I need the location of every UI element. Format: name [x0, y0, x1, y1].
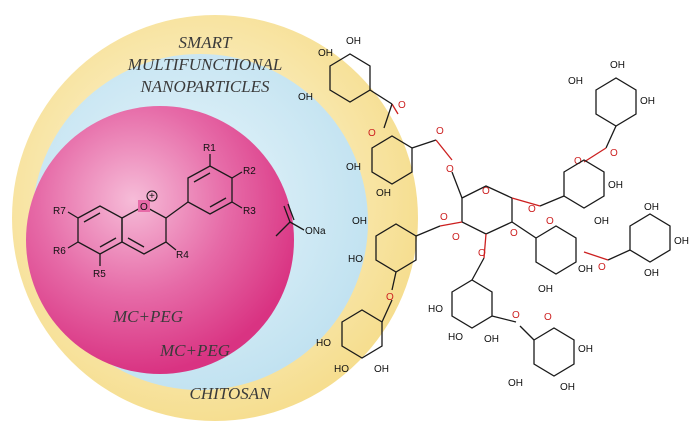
- svg-text:HO: HO: [428, 304, 443, 315]
- r3-label: R3: [243, 206, 256, 217]
- svg-text:O: O: [452, 232, 460, 243]
- svg-text:OH: OH: [578, 344, 593, 355]
- svg-text:O: O: [482, 186, 490, 197]
- title-line-1: SMART: [179, 33, 233, 52]
- ring-oxygen: O: [140, 202, 148, 213]
- svg-text:OH: OH: [298, 92, 313, 103]
- svg-text:O: O: [598, 262, 606, 273]
- outer-layer-label: CHITOSAN: [190, 384, 273, 403]
- svg-text:O: O: [610, 148, 618, 159]
- svg-text:OH: OH: [484, 334, 499, 345]
- svg-text:OH: OH: [674, 236, 689, 247]
- svg-text:O: O: [436, 126, 444, 137]
- svg-text:O: O: [546, 216, 554, 227]
- r5-label: R5: [93, 269, 106, 280]
- svg-text:O: O: [512, 310, 520, 321]
- r1-label: R1: [203, 143, 216, 154]
- r6-label: R6: [53, 246, 66, 257]
- svg-text:O: O: [510, 228, 518, 239]
- svg-text:HO: HO: [348, 254, 363, 265]
- svg-text:O: O: [440, 212, 448, 223]
- tannic-acid-structure: O OH OH OH O O OH OH O O OH OH OH O O OH…: [298, 36, 689, 393]
- core-layer-label: MC+PEG: [112, 307, 183, 326]
- r7-label: R7: [53, 206, 66, 217]
- svg-text:O: O: [544, 312, 552, 323]
- svg-text:OH: OH: [538, 284, 553, 295]
- svg-text:OH: OH: [644, 202, 659, 213]
- svg-text:OH: OH: [594, 216, 609, 227]
- svg-text:HO: HO: [334, 364, 349, 375]
- svg-text:OH: OH: [610, 60, 625, 71]
- svg-text:OH: OH: [346, 162, 361, 173]
- core-sphere: [26, 106, 294, 374]
- svg-text:O: O: [574, 156, 582, 167]
- svg-text:HO: HO: [448, 332, 463, 343]
- svg-text:OH: OH: [508, 378, 523, 389]
- svg-text:O: O: [386, 292, 394, 303]
- sodium-acetate: ONa: [275, 203, 326, 237]
- svg-text:OH: OH: [318, 48, 333, 59]
- svg-text:HO: HO: [316, 338, 331, 349]
- svg-text:OH: OH: [608, 180, 623, 191]
- svg-text:OH: OH: [374, 364, 389, 375]
- svg-text:O: O: [368, 128, 376, 139]
- svg-text:O: O: [398, 100, 406, 111]
- positive-charge-icon: [146, 190, 158, 202]
- title-line-2: MULTIFUNCTIONAL: [127, 55, 283, 74]
- svg-text:OH: OH: [640, 96, 655, 107]
- r4-label: R4: [176, 250, 189, 261]
- anthocyanin-structure: O + R1 R2 R3 R4 R5 R6 R7: [53, 143, 256, 280]
- svg-text:OH: OH: [346, 36, 361, 47]
- acetate-ona-label: ONa: [305, 226, 326, 237]
- svg-text:OH: OH: [644, 268, 659, 279]
- title-line-3: NANOPARTICLES: [139, 77, 270, 96]
- svg-text:OH: OH: [376, 188, 391, 199]
- svg-text:O: O: [478, 248, 486, 259]
- svg-text:OH: OH: [560, 382, 575, 393]
- svg-text:O: O: [446, 164, 454, 175]
- svg-text:OH: OH: [352, 216, 367, 227]
- positive-charge: +: [149, 191, 155, 202]
- svg-text:O: O: [528, 204, 536, 215]
- svg-text:OH: OH: [578, 264, 593, 275]
- r2-label: R2: [243, 166, 256, 177]
- middle-layer-label: MC+PEG: [159, 341, 230, 360]
- svg-text:OH: OH: [568, 76, 583, 87]
